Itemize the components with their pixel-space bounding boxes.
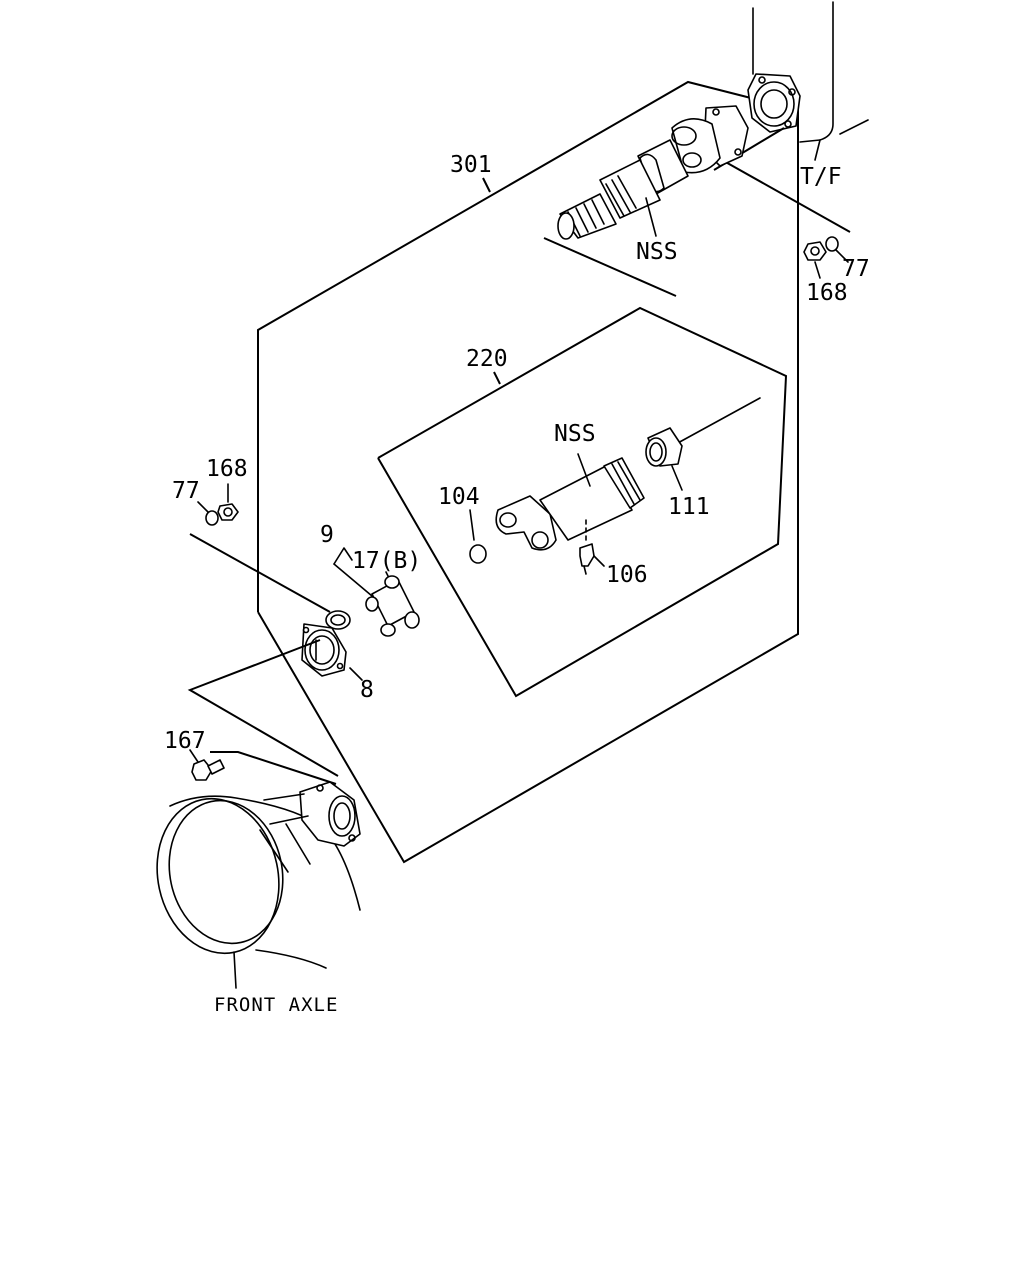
assembly-301-outline [257,80,799,864]
slip-yoke-220 [495,457,645,551]
front-propeller-shaft-301 [543,105,851,297]
plug-104 [469,544,487,564]
left-perspective-line-b [187,639,339,777]
leader-nss-upper [645,197,657,237]
flange-yoke-8 [301,610,351,677]
label-front-axle: FRONT AXLE [214,994,338,1016]
leader-front-axle [233,951,237,989]
assembly-220-outline [377,306,788,698]
callout-77-left: 77 [172,478,200,504]
callout-220: 220 [466,346,508,372]
leader-111 [671,465,683,491]
callout-77-right: 77 [842,256,870,282]
leader-8 [349,667,363,681]
leader-tf [814,139,821,161]
leader-301 [482,177,491,193]
leader-106 [593,555,605,567]
dust-boot-111 [645,427,683,467]
callout-111: 111 [668,494,710,520]
leader-167 [189,749,199,763]
leader-77-left [197,501,209,513]
bolt-167 [191,759,225,781]
outline-301-inner-a [543,237,677,297]
leader-9 [333,563,373,597]
nut-168-right [803,241,827,261]
leader-168-right [814,261,821,279]
callout-17b: 17(B) [352,548,421,574]
washer-77-left [205,510,219,526]
leader-77-right [835,249,849,263]
callout-168-right: 168 [806,280,848,306]
nut-168-left [217,503,239,521]
callout-104: 104 [438,484,480,510]
callout-9: 9 [320,522,334,548]
callout-168-left: 168 [206,456,248,482]
washer-77-right [825,236,839,252]
leader-nss-mid [577,453,591,487]
universal-joint-cross [365,575,420,637]
front-axle-differential [156,781,361,969]
left-perspective-line-a [189,533,331,613]
label-nss-mid: NSS [554,421,596,447]
leader-104 [469,509,475,541]
grease-nipple-106 [579,519,595,575]
callout-167: 167 [164,728,206,754]
bracket-9 [333,547,353,565]
label-tf: T/F [800,164,842,190]
label-nss-upper: NSS [636,239,678,265]
axis-mid [675,397,761,445]
callout-8: 8 [360,677,374,703]
callout-106: 106 [606,562,648,588]
leader-220 [493,371,501,385]
left-perspective-line-c [210,751,337,785]
callout-301: 301 [450,152,492,178]
transfer-case [747,1,869,143]
